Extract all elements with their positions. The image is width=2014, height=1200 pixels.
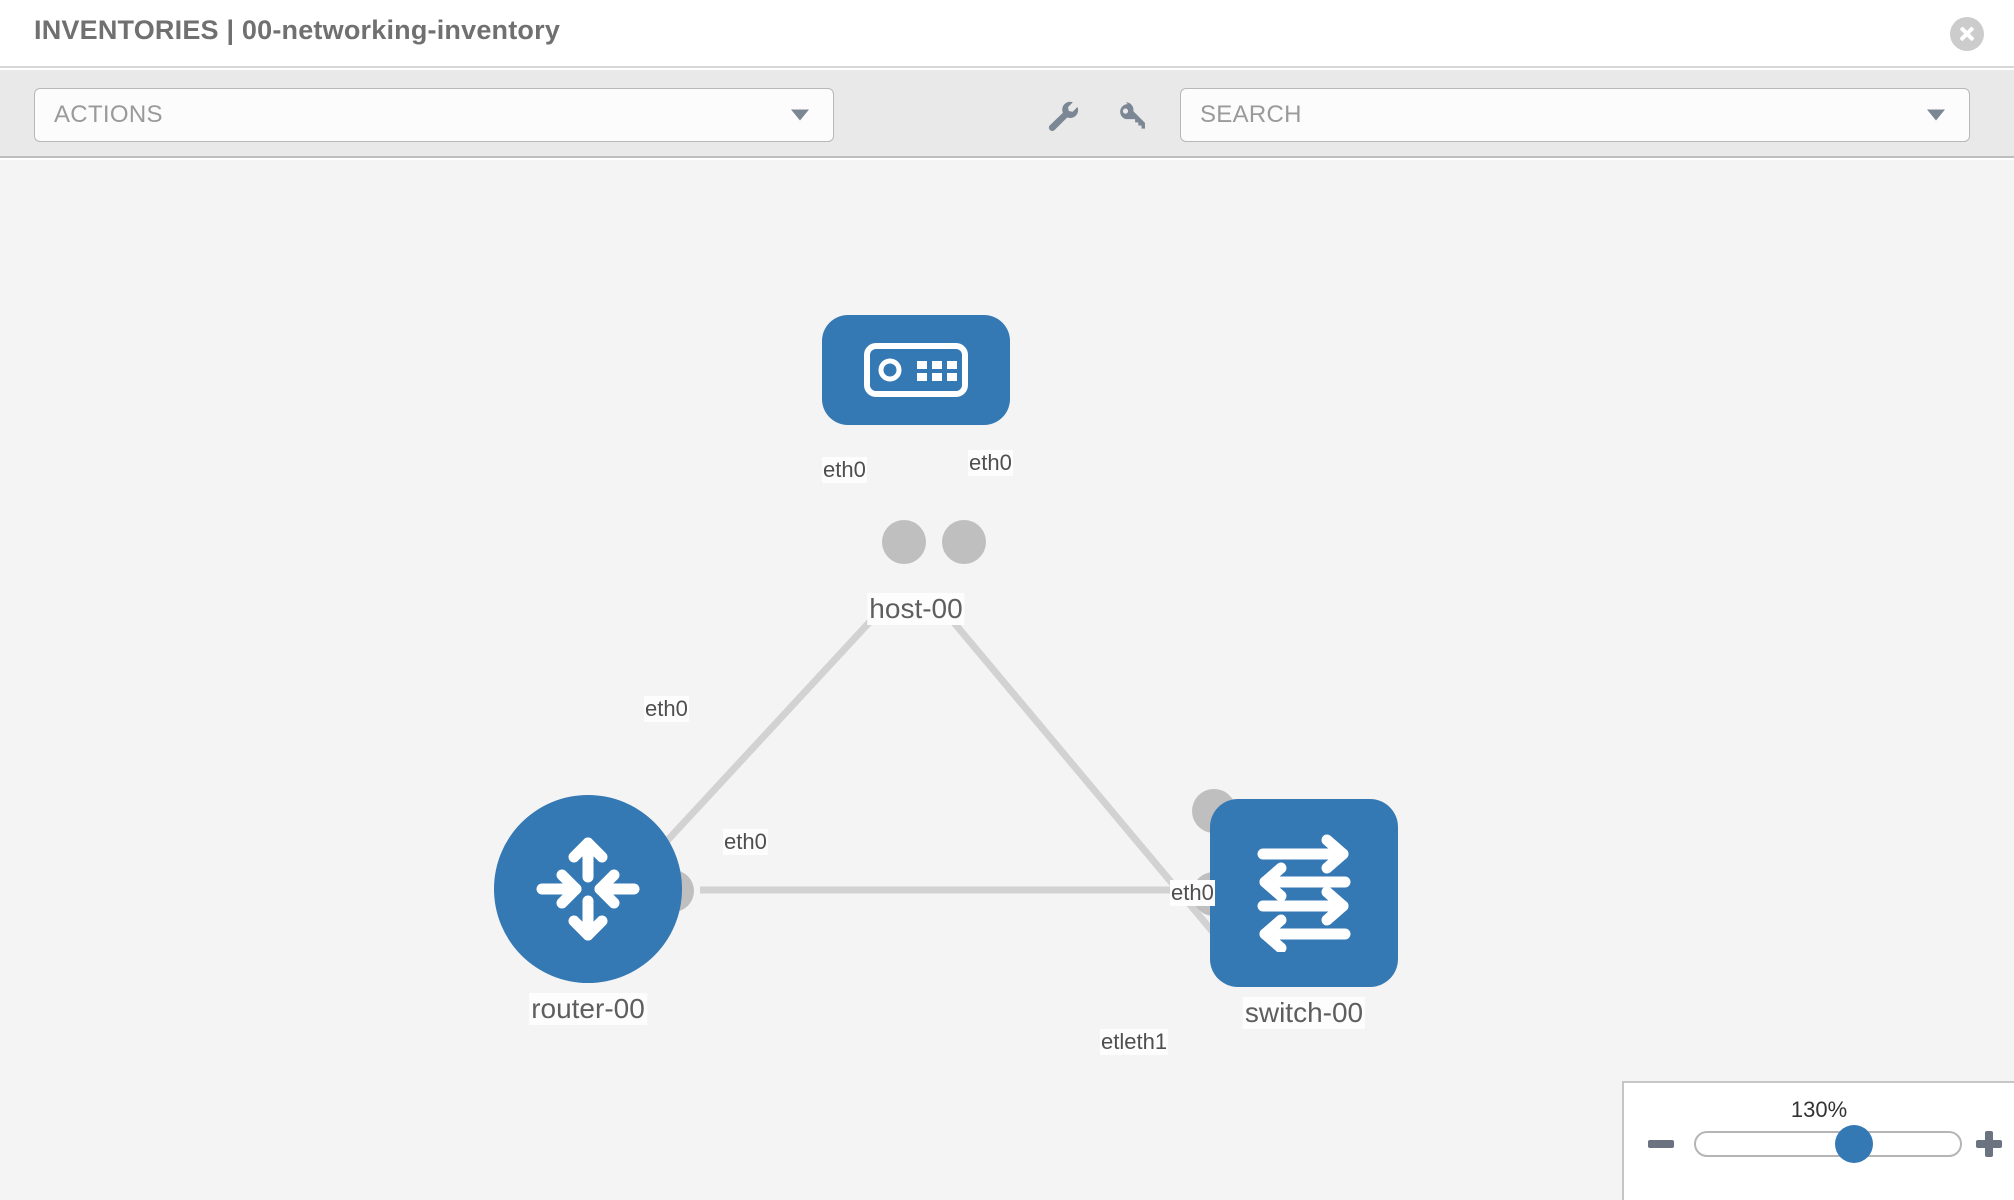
search-placeholder: SEARCH bbox=[1200, 101, 1302, 128]
edge-label-switch-up: eth0 bbox=[1170, 880, 1215, 906]
router-arrows-icon bbox=[536, 837, 640, 941]
host-node-shape[interactable] bbox=[822, 315, 1010, 425]
edge-label-router-up: eth0 bbox=[644, 696, 689, 722]
page-title: INVENTORIES | 00-networking-inventory bbox=[34, 15, 561, 45]
actions-dropdown-label: ACTIONS bbox=[54, 101, 163, 128]
toolbar: ACTIONS SEARCH bbox=[0, 70, 2014, 158]
topology-canvas[interactable]: host-00 eth0 eth0 router-00 eth0 eth0 bbox=[0, 160, 2014, 1200]
close-icon[interactable] bbox=[1950, 17, 1984, 51]
zoom-out-button[interactable] bbox=[1648, 1140, 1674, 1148]
chevron-down-icon bbox=[791, 109, 809, 121]
edge-label-router-right: eth0 bbox=[723, 829, 768, 855]
switch-arrows-icon bbox=[1257, 834, 1351, 952]
zoom-slider[interactable] bbox=[1694, 1125, 1962, 1163]
server-icon bbox=[864, 343, 968, 397]
page-header: INVENTORIES | 00-networking-inventory bbox=[0, 0, 2014, 68]
zoom-control-panel: 130% bbox=[1622, 1081, 2014, 1200]
zoom-level-label: 130% bbox=[1790, 1097, 1848, 1122]
wrench-icon[interactable] bbox=[1043, 98, 1083, 136]
zoom-slider-thumb[interactable] bbox=[1835, 1125, 1874, 1163]
chevron-down-icon bbox=[1927, 109, 1945, 121]
switch-node-shape[interactable] bbox=[1210, 799, 1398, 987]
edge-label-switch-left: etleth1 bbox=[1100, 1029, 1169, 1055]
node-label-switch-00: switch-00 bbox=[1242, 997, 1366, 1029]
router-node-shape[interactable] bbox=[494, 795, 682, 983]
key-icon[interactable] bbox=[1113, 98, 1153, 136]
node-label-host-00: host-00 bbox=[867, 593, 965, 625]
node-label-router-00: router-00 bbox=[529, 993, 647, 1025]
topology-edges bbox=[637, 597, 1231, 953]
edge-label-host-right: eth0 bbox=[968, 450, 1013, 476]
actions-dropdown[interactable]: ACTIONS bbox=[34, 88, 834, 142]
edge-label-host-left: eth0 bbox=[822, 457, 867, 483]
port-host-left[interactable] bbox=[882, 520, 926, 564]
port-host-right[interactable] bbox=[942, 520, 986, 564]
search-input[interactable]: SEARCH bbox=[1180, 88, 1970, 142]
zoom-in-button[interactable] bbox=[1976, 1131, 2002, 1157]
